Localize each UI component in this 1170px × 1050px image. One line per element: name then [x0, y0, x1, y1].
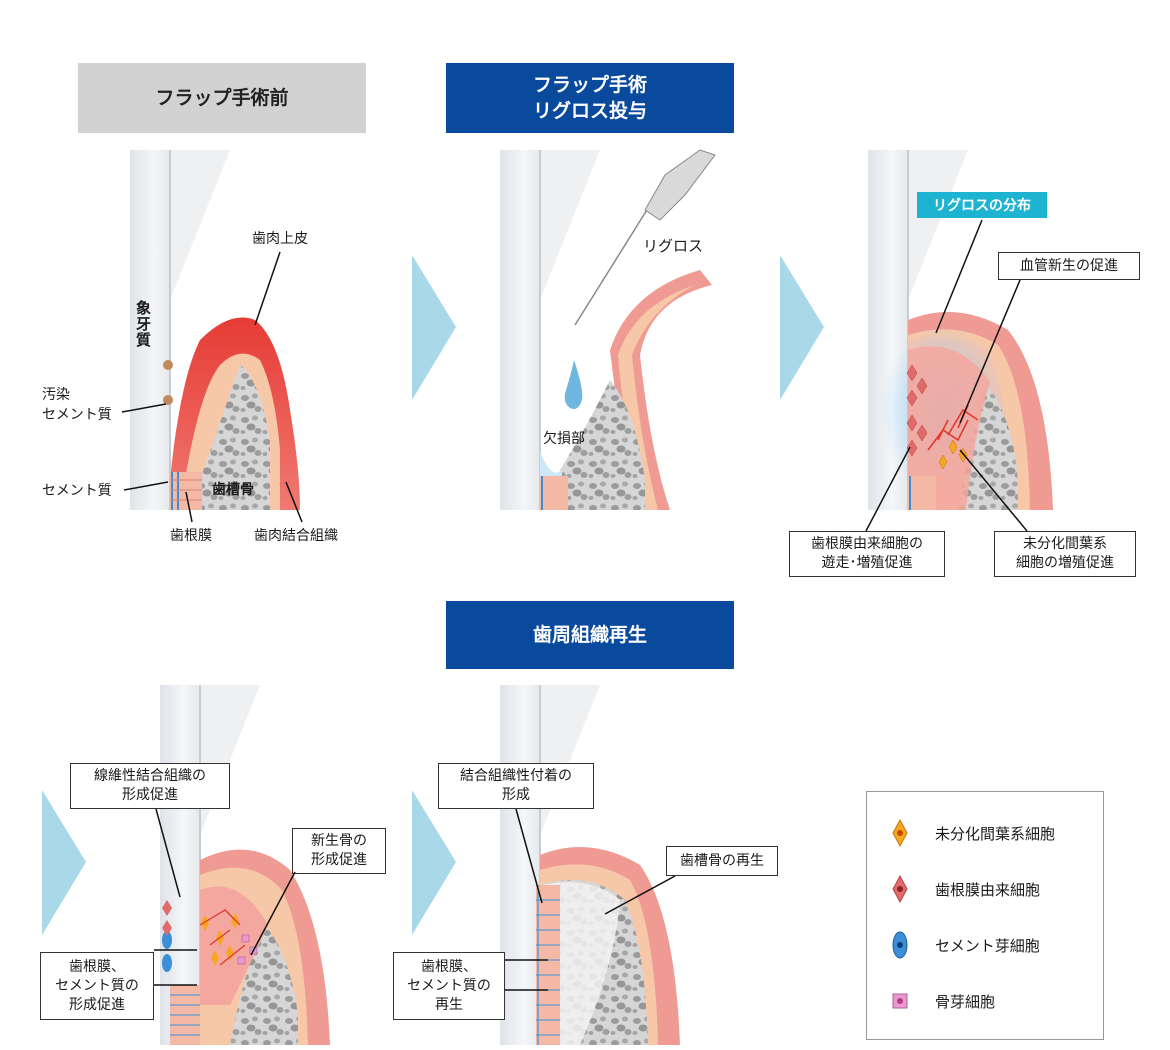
- tooth-illustration-regroth: [868, 150, 1053, 510]
- arrow-right-icon: [780, 255, 824, 400]
- header-before-text: フラップ手術前: [155, 87, 289, 109]
- box-pdl-cementum-regeneration-line1: 歯根膜、: [421, 958, 477, 975]
- leader-line: [121, 403, 167, 413]
- arrow-right-icon: [412, 790, 456, 935]
- leader-line: [604, 875, 676, 915]
- leader-line: [959, 279, 1021, 424]
- leader-line: [155, 808, 181, 898]
- label-regroth-distribution: リグロスの分布: [917, 192, 1047, 218]
- label-contaminated-line2: セメント質: [42, 407, 112, 423]
- header-surgery: フラップ手術 リグロス投与: [446, 63, 734, 133]
- label-regroth: リグロス: [643, 237, 704, 255]
- header-surgery-line1: フラップ手術: [532, 74, 647, 96]
- leader-line: [285, 481, 303, 523]
- leader-line: [959, 449, 1028, 532]
- legend-label: セメント芽細胞: [935, 936, 1040, 955]
- pdl-cell-icon: [892, 874, 908, 904]
- box-mesenchymal-line1: 未分化間葉系: [1023, 536, 1107, 552]
- box-pdl-cementum-regeneration: 歯根膜、 セメント質の 再生: [393, 952, 505, 1020]
- box-pdl-cementum-formation-line2: セメント質の: [55, 977, 139, 994]
- header-before-surgery: フラップ手術前: [78, 63, 366, 133]
- legend-label: 骨芽細胞: [935, 992, 996, 1011]
- box-fibrous-line1: 線維性結合組織の: [94, 768, 206, 784]
- box-pdl-cementum-regeneration-line3: 再生: [435, 996, 463, 1013]
- box-alveolar-regeneration: 歯槽骨の再生: [666, 846, 778, 876]
- legend-box: 未分化間葉系細胞 歯根膜由来細胞 セメント芽細胞 骨芽細胞: [866, 791, 1104, 1040]
- osteoblast-icon: [892, 993, 908, 1009]
- box-new-bone: 新生骨の 形成促進: [292, 828, 386, 874]
- box-pdl-cells-line2: 遊走･増殖促進: [821, 555, 913, 571]
- leader-line: [250, 871, 296, 956]
- mesenchymal-cell-icon: [892, 818, 908, 848]
- label-contaminated-line1: 汚染: [42, 387, 70, 403]
- label-gingival-epithelium: 歯肉上皮: [252, 231, 308, 247]
- box-pdl-cementum-formation: 歯根膜、 セメント質の 形成促進: [40, 952, 154, 1020]
- box-fibrous-tissue: 線維性結合組織の 形成促進: [70, 763, 230, 809]
- header-regeneration: 歯周組織再生: [446, 601, 734, 669]
- tooth-illustration-regeneration-b: [500, 685, 680, 1045]
- cementoblast-icon: [892, 931, 908, 959]
- box-pdl-cementum-formation-line3: 形成促進: [69, 996, 125, 1013]
- box-new-bone-line2: 形成促進: [311, 852, 367, 868]
- label-dentin: 象牙質: [136, 299, 152, 349]
- header-regeneration-text: 歯周組織再生: [532, 624, 647, 646]
- box-mesenchymal-line2: 細胞の増殖促進: [1016, 555, 1114, 571]
- label-gingival-connective: 歯肉結合組織: [254, 528, 338, 544]
- box-pdl-cementum-formation-line1: 歯根膜、: [69, 958, 125, 975]
- leader-line: [935, 219, 983, 334]
- legend-item: セメント芽細胞: [885, 930, 1040, 960]
- legend-item: 歯根膜由来細胞: [885, 874, 1040, 904]
- legend-item: 未分化間葉系細胞: [885, 818, 1055, 848]
- tooth-illustration-regeneration-a: [160, 685, 330, 1045]
- arrow-right-icon: [42, 790, 86, 935]
- box-attachment-line2: 形成: [502, 787, 530, 803]
- label-pdl: 歯根膜: [170, 528, 212, 544]
- box-attachment-line1: 結合組織性付着の: [460, 768, 572, 784]
- box-pdl-cementum-regeneration-line2: セメント質の: [407, 977, 491, 994]
- label-alveolar-bone: 歯槽骨: [212, 482, 254, 498]
- leader-line: [515, 808, 543, 904]
- leader-line: [154, 949, 197, 986]
- box-angiogenesis: 血管新生の促進: [998, 252, 1140, 280]
- arrow-right-icon: [412, 255, 456, 400]
- leader-line: [185, 491, 193, 523]
- leader-line: [505, 959, 548, 991]
- legend-label: 未分化間葉系細胞: [935, 824, 1056, 843]
- label-cementum: セメント質: [42, 483, 112, 499]
- header-surgery-line2: リグロス投与: [532, 100, 647, 122]
- tooth-illustration-before: [130, 150, 300, 510]
- leader-line: [254, 251, 281, 326]
- box-pdl-cells-line1: 歯根膜由来細胞の: [811, 536, 923, 552]
- legend-label: 歯根膜由来細胞: [935, 880, 1041, 899]
- box-attachment: 結合組織性付着の 形成: [438, 763, 594, 809]
- leader-line: [865, 446, 911, 532]
- box-fibrous-line2: 形成促進: [122, 787, 178, 803]
- box-new-bone-line1: 新生骨の: [311, 833, 367, 849]
- box-mesenchymal: 未分化間葉系 細胞の増殖促進: [994, 531, 1136, 577]
- box-pdl-cells: 歯根膜由来細胞の 遊走･増殖促進: [789, 531, 945, 577]
- label-defect: 欠損部: [543, 431, 585, 447]
- leader-line: [123, 481, 169, 491]
- legend-item: 骨芽細胞: [885, 986, 995, 1016]
- tooth-illustration-surgery: [500, 149, 716, 510]
